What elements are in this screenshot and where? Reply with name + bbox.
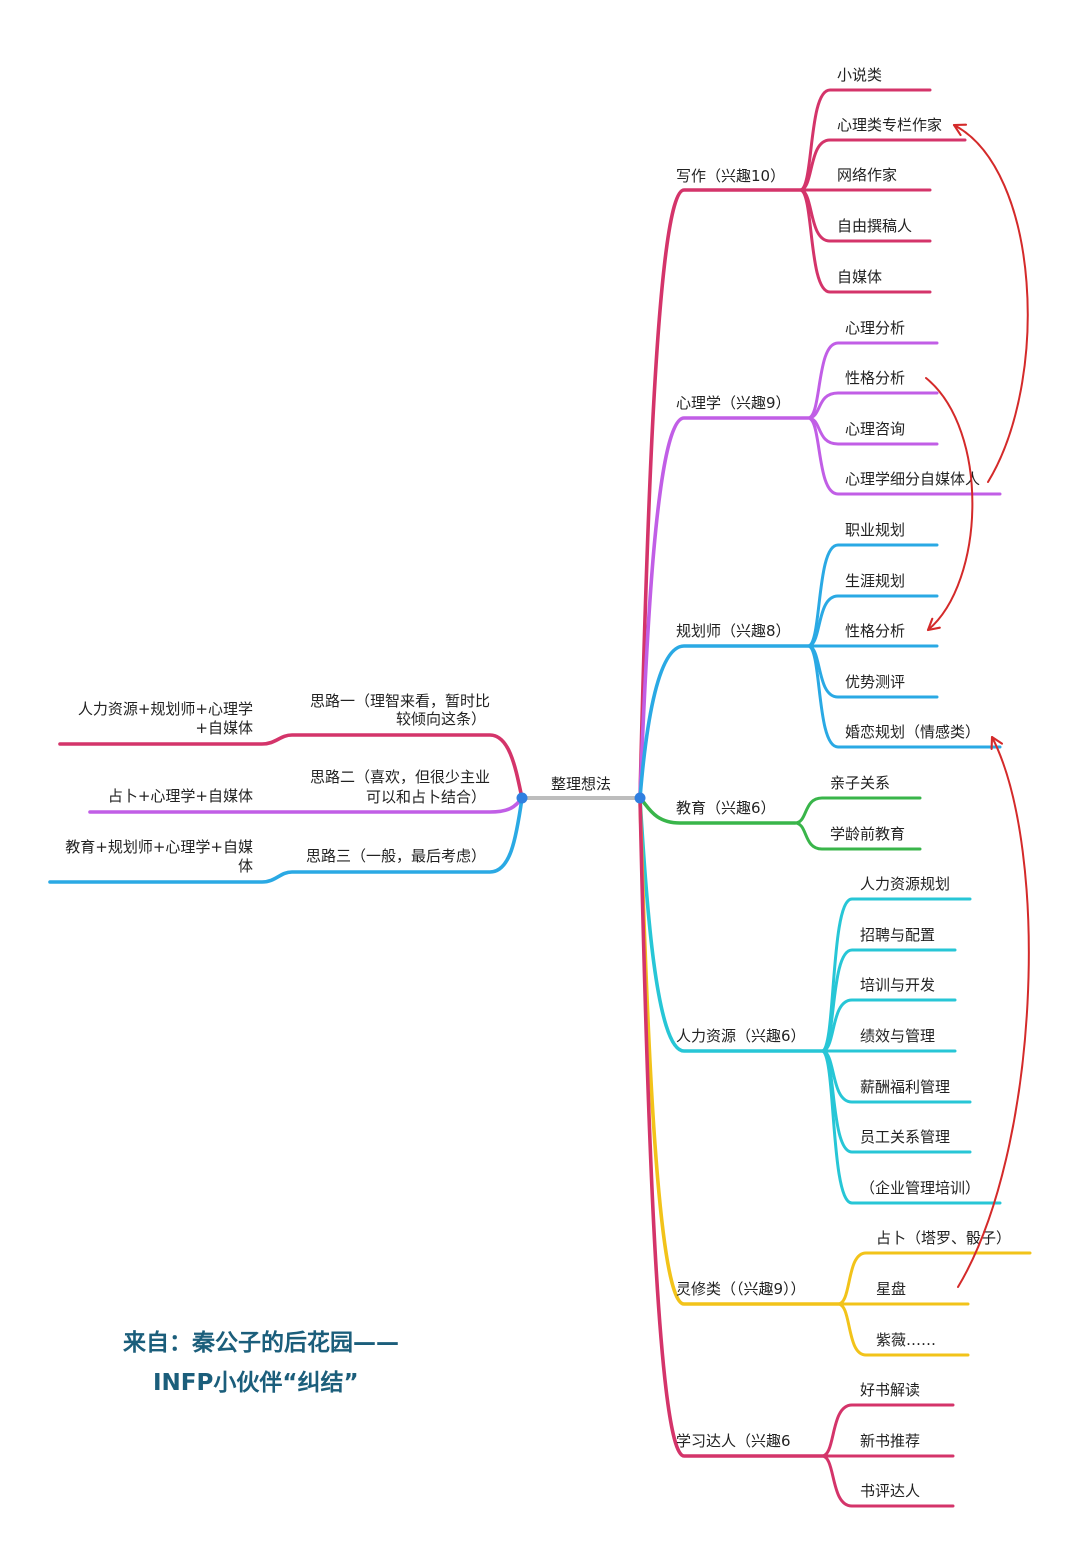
subtopic-astrology-chart: 星盘: [876, 1280, 906, 1298]
subtopic-life-planning: 生涯规划: [845, 572, 905, 590]
subtopic-web-novelist: 网络作家: [837, 166, 897, 184]
subtopic-self-media: 自媒体: [837, 268, 882, 286]
subtopic-connector: [836, 1251, 1032, 1306]
branch-planner: 规划师（兴趣8） 职业规划 生涯规划 性格分析 优势测评 婚恋规划（情感类）: [638, 521, 1002, 800]
subtopic-connector: [793, 796, 922, 825]
idea-one-label-line-2: 较倾向这条）: [396, 710, 486, 728]
branch-psychology-label: 心理学（兴趣9）: [676, 394, 791, 412]
center-node: 整理想法: [516, 775, 646, 804]
subtopic-connector: [806, 416, 1002, 496]
subtopic-connector: [806, 543, 939, 648]
subtopic-psychology-self-media: 心理学细分自媒体人: [845, 470, 980, 488]
subtopic-psychoanalysis: 心理分析: [845, 319, 905, 337]
subtopic-employee-relations: 员工关系管理: [860, 1128, 950, 1146]
idea-one-lines: [58, 733, 524, 800]
credit-line-2: INFP小伙伴“纠结”: [153, 1370, 359, 1396]
subtopic-strengths-assessment: 优势测评: [845, 673, 905, 691]
idea-two: 思路二（喜欢，但很少主业 可以和占卜结合） 占卜+心理学+自媒体: [88, 768, 524, 814]
idea-one: 思路一（理智来看，暂时比 较倾向这条） 人力资源+规划师+心理学 +自媒体: [58, 692, 524, 800]
subtopic-psychology-columnist: 心理类专栏作家: [837, 116, 942, 134]
branch-planner-lines: [638, 543, 1002, 800]
subtopic-book-interpretation: 好书解读: [860, 1381, 920, 1399]
branch-writing-connector: [638, 188, 802, 800]
subtopic-preschool-education: 学龄前教育: [830, 825, 905, 843]
subtopic-performance: 绩效与管理: [860, 1027, 935, 1045]
subtopic-training: 培训与开发: [860, 976, 935, 994]
subtopic-connector: [806, 391, 939, 420]
center-label: 整理想法: [551, 775, 611, 793]
subtopic-connector: [820, 1403, 955, 1458]
subtopic-connector: [798, 88, 932, 192]
credit: 来自：秦公子的后花园—— INFP小伙伴“纠结”: [123, 1329, 399, 1396]
subtopic-connector: [820, 948, 957, 1053]
subtopic-new-book-recommendation: 新书推荐: [860, 1432, 920, 1450]
subtopic-novels: 小说类: [837, 66, 882, 84]
idea-three-lines: [48, 796, 524, 884]
branch-psychology-connector: [638, 416, 810, 800]
arrow-astrology-to-relationship: [957, 735, 1030, 1288]
idea-three-label-line-1: 思路三（一般，最后考虑）: [306, 847, 486, 865]
branch-education-label: 教育（兴趣6）: [676, 799, 776, 817]
subtopic-connector: [820, 1049, 1002, 1205]
branch-writing-label: 写作（兴趣10）: [676, 167, 785, 185]
subtopic-ziwei: 紫薇……: [876, 1331, 936, 1349]
subtopic-compensation: 薪酬福利管理: [860, 1078, 950, 1096]
branch-learning-connector: [638, 796, 824, 1458]
branch-hr-connector: [638, 796, 824, 1053]
branch-spiritual-label: 灵修类（（兴趣9））: [676, 1280, 806, 1298]
branch-human-resources: 人力资源（兴趣6） 人力资源规划 招聘与配置 培训与开发 绩效与管理 薪酬福利管…: [638, 796, 1002, 1205]
credit-line-1: 来自：秦公子的后花园——: [123, 1329, 399, 1356]
right-hub-dot: [634, 792, 646, 804]
subtopic-connector: [820, 1454, 955, 1508]
subtopic-recruitment: 招聘与配置: [860, 926, 935, 944]
subtopic-enterprise-training: （企业管理培训）: [860, 1179, 980, 1197]
branch-psychology-lines: [638, 341, 1002, 800]
idea-one-label-line-1: 思路一（理智来看，暂时比: [310, 692, 490, 710]
annotation-arrows: [925, 123, 1030, 1288]
subtopic-connector: [798, 188, 932, 294]
subtopic-connector: [836, 1302, 970, 1357]
subtopic-personality-analysis-planner: 性格分析: [845, 622, 905, 640]
idea-three-combo-line-1: 教育+规划师+心理学+自媒: [65, 838, 253, 856]
branch-psychology: 心理学（兴趣9） 心理分析 性格分析 心理咨询 心理学细分自媒体人: [638, 319, 1002, 800]
arrow-self-media-to-columnist: [952, 123, 1029, 483]
idea-two-label-line-2: 可以和占卜结合）: [366, 788, 486, 806]
branch-writing: 写作（兴趣10） 小说类 心理类专栏作家 网络作家 自由撰稿人 自媒体: [638, 66, 967, 800]
subtopic-personality-analysis: 性格分析: [845, 369, 905, 387]
branch-writing-lines: [638, 88, 967, 800]
branch-education: 教育（兴趣6） 亲子关系 学龄前教育: [638, 774, 922, 851]
subtopic-divination: 占卜（塔罗、骰子）: [876, 1229, 1011, 1247]
subtopic-career-planning: 职业规划: [845, 521, 905, 539]
subtopic-connector: [798, 138, 967, 192]
subtopic-connector: [806, 341, 939, 420]
subtopic-connector: [793, 821, 922, 851]
subtopic-hr-planning: 人力资源规划: [860, 875, 950, 893]
idea-three-connector: [48, 796, 524, 884]
left-hub-dot: [516, 792, 528, 804]
idea-two-label-line-1: 思路二（喜欢，但很少主业: [310, 768, 490, 786]
branch-learning-lines: [638, 796, 955, 1508]
idea-three: 思路三（一般，最后考虑） 教育+规划师+心理学+自媒 体: [48, 796, 524, 884]
subtopic-freelance-writer: 自由撰稿人: [837, 217, 912, 235]
branch-planner-connector: [638, 644, 810, 800]
branch-planner-label: 规划师（兴趣8）: [676, 622, 791, 640]
branch-learning: 学习达人（兴趣6 好书解读 新书推荐 书评达人: [638, 796, 955, 1508]
subtopic-relationship-planning: 婚恋规划（情感类）: [845, 723, 980, 741]
subtopic-connector: [820, 998, 957, 1053]
subtopic-counseling: 心理咨询: [845, 420, 905, 438]
branch-spiritual: 灵修类（（兴趣9）） 占卜（塔罗、骰子） 星盘 紫薇……: [638, 796, 1032, 1357]
arrow-personality-analysis-link: [925, 377, 974, 632]
branch-hr-label: 人力资源（兴趣6）: [676, 1027, 806, 1045]
idea-three-combo-line-2: 体: [238, 857, 253, 875]
branch-learning-label: 学习达人（兴趣6: [676, 1432, 791, 1450]
idea-one-connector: [58, 733, 524, 800]
subtopic-parent-child: 亲子关系: [830, 774, 890, 792]
idea-one-combo-line-1: 人力资源+规划师+心理学: [78, 700, 253, 718]
subtopic-connector: [806, 644, 1002, 749]
subtopic-book-reviewer: 书评达人: [860, 1482, 920, 1500]
idea-one-combo-line-2: +自媒体: [195, 719, 253, 737]
subtopic-connector: [806, 594, 939, 648]
idea-two-combo-line-1: 占卜+心理学+自媒体: [108, 787, 253, 805]
